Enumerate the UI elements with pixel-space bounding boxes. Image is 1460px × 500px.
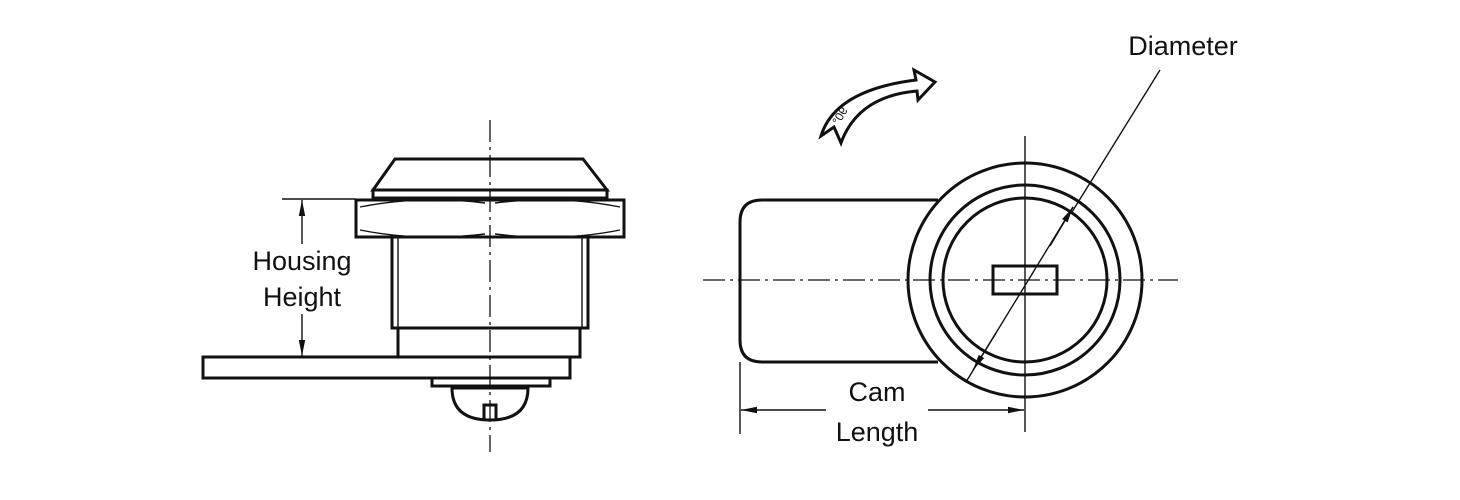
screw-head [450,386,530,422]
diameter-label: Diameter [1128,31,1238,61]
washer [430,376,552,388]
height-label: Height [263,282,342,312]
cam-label: Cam [848,377,905,407]
cap-band [371,188,609,200]
side-view: Housing Height [201,120,626,452]
screw-slot [482,403,498,420]
lock-neck [396,326,582,359]
front-view: Diameter Cam Length 90° [703,31,1238,447]
cam-arm [738,198,938,364]
diameter-leader [1071,69,1161,213]
rotation-label: 90° [829,105,850,128]
housing-label: Housing [252,246,351,276]
length-label: Length [836,417,919,447]
cam-plate [201,355,572,380]
rotation-arrow-icon [818,67,938,148]
